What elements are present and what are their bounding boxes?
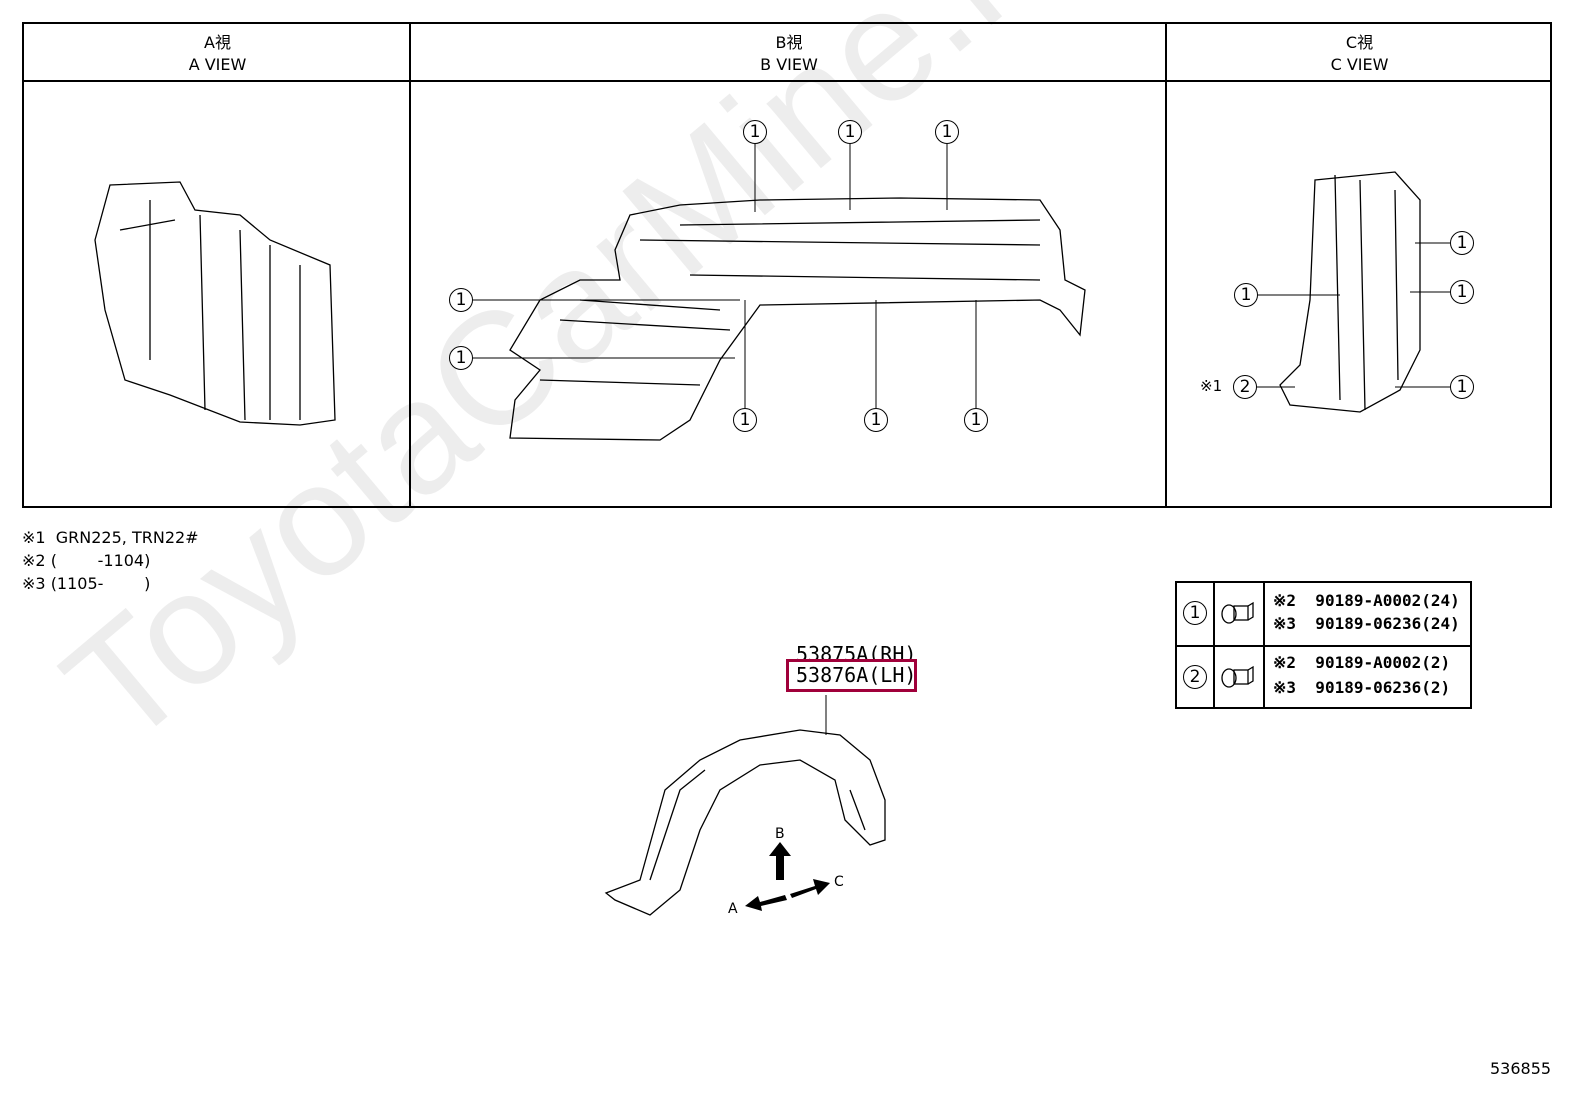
arrow-c — [790, 879, 830, 898]
callout-2: 2 — [1233, 375, 1257, 399]
label-background — [788, 661, 915, 690]
view-a-title-jp: A視 — [204, 33, 231, 52]
note-mark: ※3 — [22, 574, 46, 593]
callout-1: 1 — [935, 120, 959, 144]
view-b-title-jp: B視 — [775, 33, 803, 52]
view-c-header: C視 C VIEW — [1167, 24, 1552, 82]
view-a-title-en: A VIEW — [188, 55, 247, 74]
callout-1: 1 — [864, 408, 888, 432]
callout-1: 1 — [733, 408, 757, 432]
fastener-row: 1 ※2 90189-A0002(24) ※3 90189-06236(24) — [1177, 583, 1470, 645]
illustration-id: 536855 — [1490, 1059, 1552, 1078]
callout-note-mark: ※1 — [1200, 377, 1223, 395]
clip-icon — [1221, 665, 1254, 688]
arrow-b — [769, 842, 791, 880]
arrow-b-label: B — [775, 826, 785, 842]
view-b-header: B視 B VIEW — [411, 24, 1167, 82]
part-number-lh[interactable]: 53876A(LH) — [796, 663, 917, 687]
views-table: A視 A VIEW B視 B VIEW C視 C VIEW — [22, 22, 1552, 508]
callout-1: 1 — [1450, 375, 1474, 399]
view-b-title-en: B VIEW — [760, 55, 818, 74]
part-number: ※3 90189-06236(2) — [1273, 678, 1451, 697]
ref-number: 2 — [1183, 665, 1207, 689]
fastener-table: 1 ※2 90189-A0002(24) ※3 90189-06236(24) … — [1175, 581, 1472, 709]
note-2: ※2 ( -1104) — [22, 551, 150, 570]
divider — [1165, 24, 1167, 506]
callout-1: 1 — [838, 120, 862, 144]
part-number: ※3 90189-06236(24) — [1273, 614, 1460, 633]
a-view-liner-drawing — [94, 181, 336, 426]
view-c-title-jp: C視 — [1345, 33, 1374, 52]
callout-1: 1 — [743, 120, 767, 144]
ref-number: 1 — [1183, 601, 1207, 625]
clip-icon — [1221, 601, 1254, 624]
view-a-header: A視 A VIEW — [24, 24, 411, 82]
arrow-a — [745, 895, 787, 911]
callout-1: 1 — [964, 408, 988, 432]
note-3: ※3 (1105- ) — [22, 574, 150, 593]
arrow-a-label: A — [728, 901, 738, 917]
arrow-c-label: C — [834, 874, 844, 890]
note-text: (1105- ) — [50, 574, 151, 593]
divider — [409, 24, 411, 506]
note-1: ※1 GRN225, TRN22# — [22, 528, 199, 547]
callout-1: 1 — [1450, 231, 1474, 255]
b-view-leader-lines — [473, 144, 977, 408]
divider — [1177, 645, 1470, 647]
callout-1: 1 — [449, 288, 473, 312]
c-view-liner-drawing — [1279, 171, 1421, 413]
direction-arrows — [745, 842, 830, 911]
callout-1: 1 — [1234, 283, 1258, 307]
note-mark: ※1 — [22, 528, 46, 547]
part-number: ※2 90189-A0002(2) — [1273, 653, 1451, 672]
callout-1: 1 — [1450, 280, 1474, 304]
highlight-box — [786, 659, 917, 692]
fender-liner-drawing — [604, 695, 886, 916]
part-number: ※2 90189-A0002(24) — [1273, 591, 1460, 610]
fastener-row: 2 ※2 90189-A0002(2) ※3 90189-06236(2) — [1177, 647, 1470, 709]
b-view-liner-drawing — [509, 197, 1086, 441]
c-view-leader-lines — [1257, 242, 1450, 388]
note-text: ( -1104) — [50, 551, 151, 570]
note-mark: ※2 — [22, 551, 46, 570]
callout-1: 1 — [449, 346, 473, 370]
view-c-title-en: C VIEW — [1330, 55, 1389, 74]
note-text: GRN225, TRN22# — [55, 528, 199, 547]
